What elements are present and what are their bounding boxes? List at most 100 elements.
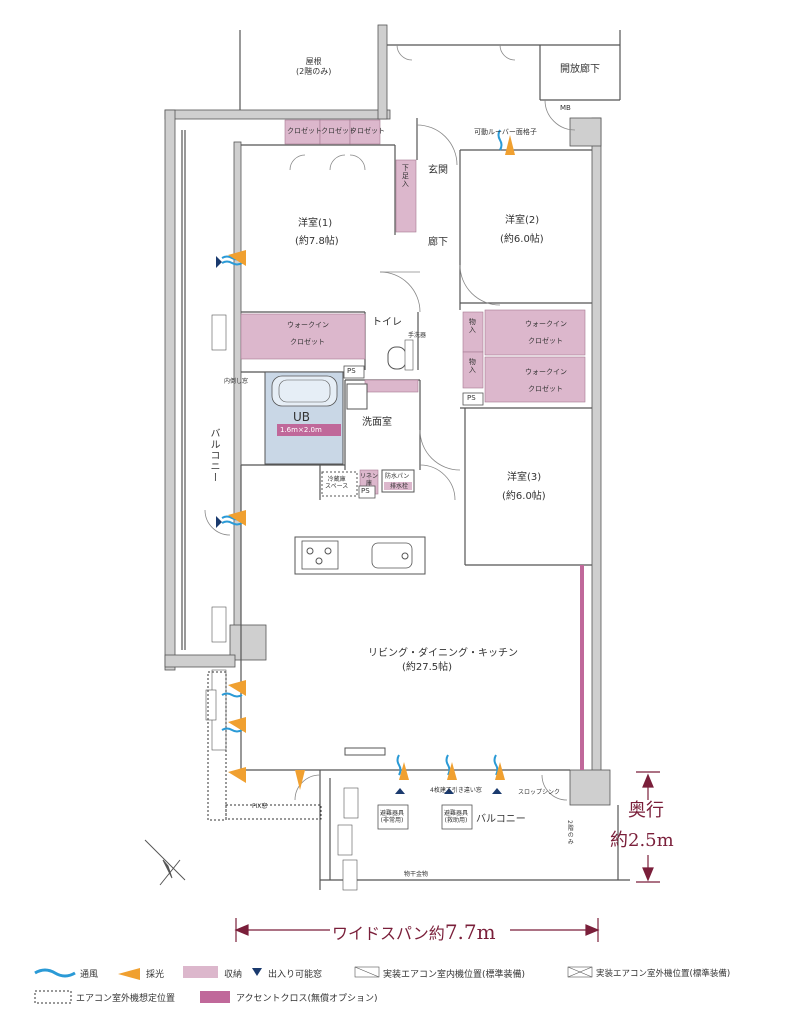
ps-label-1: PS [347, 367, 356, 375]
shelter-equipment [377, 804, 473, 830]
ps-boxes [343, 365, 484, 499]
shoe-storage-label: 下足入 [401, 164, 410, 188]
ps-label-2: PS [467, 394, 476, 402]
walkin-label-3b: クロゼット [528, 385, 563, 393]
fridge-label: 冷蔵庫スペース [325, 476, 348, 490]
fridge-text-2: スペース [325, 483, 349, 491]
storage-label-2: 物入 [468, 358, 477, 374]
dryer-label: 物干金物 [404, 871, 429, 878]
western2-name: 洋室(2) [505, 215, 540, 226]
toilet-label: トイレ [372, 317, 402, 328]
span-text: ワイドスパン約 [332, 924, 445, 943]
interior-walls [181, 30, 630, 890]
closet-2 [319, 119, 351, 145]
legend-accent: アクセントクロス(無償オプション) [236, 994, 378, 1004]
unit-bath [264, 371, 344, 465]
sliding-window-label: 4枚建て引き違い窓 [430, 787, 482, 794]
storage-2 [462, 351, 484, 389]
walkin-label-3a: ウォークイン [525, 368, 567, 376]
waterpan-label: 防水パン [385, 473, 410, 480]
fridge-space [321, 471, 358, 497]
accent-wall [580, 565, 584, 770]
fix-window-label: FIX窓 [252, 803, 268, 810]
walkin-closet-1 [240, 313, 366, 360]
shelter2-label: 避難器具(救助用) [444, 810, 468, 824]
outer-walls [164, 24, 611, 806]
bottom-balcony-label: バルコニー [476, 814, 526, 825]
louver-label: 可動ルーバー面格子 [474, 128, 537, 136]
western3-size: (約6.0帖) [502, 491, 546, 502]
ldk-size: (約27.5帖) [402, 662, 453, 673]
entrance-label: 玄関 [428, 165, 448, 176]
closet-label-1: クロゼット [287, 127, 322, 135]
western1-size: (約7.8帖) [295, 236, 339, 247]
side-windows [205, 314, 359, 891]
shelter2-text: 避難器具 [444, 810, 469, 817]
ub-size-label: 1.6m×2.0m [280, 426, 322, 434]
legend-daylight: 採光 [146, 970, 165, 980]
closet-1 [284, 119, 321, 145]
legend-ac-indoor: 実装エアコン室内機位置(標準装備) [383, 970, 526, 980]
closet-label-3: クロゼット [350, 127, 385, 135]
drain-label: 排水栓 [390, 483, 409, 490]
toilet-fixture-label: 手洗器 [408, 332, 427, 339]
storage-label-1: 物入 [468, 318, 477, 334]
storage-areas [240, 119, 586, 495]
western3-name: 洋室(3) [507, 472, 542, 483]
corridor-label: 廊下 [428, 237, 448, 248]
slop-sink-label: スロップシンク [518, 789, 561, 796]
roof-label: 屋根(2階のみ) [296, 57, 331, 76]
second-floor-label: 2階のみ [566, 820, 574, 846]
ac-outdoor-assumed-area [207, 671, 227, 821]
wash-basin [346, 383, 368, 410]
shelter1-text: 避難器具 [380, 810, 405, 817]
shelter1-label: 避難器具(非常用) [380, 810, 404, 824]
linen-label: リネン庫 [359, 473, 378, 488]
walkin-label-2b: クロゼット [528, 337, 563, 345]
span-dimension [234, 918, 600, 942]
inner-window-label: 内倒し窓 [224, 378, 249, 385]
depth-value: 約2.5m [610, 830, 674, 851]
sliding-door [344, 747, 386, 756]
legend-ventilation: 通風 [80, 970, 99, 980]
washroom-label: 洗面室 [362, 417, 392, 428]
closet-3 [349, 119, 381, 145]
toilet-fixture [387, 339, 414, 371]
fridge-text: 冷蔵庫 [327, 476, 346, 483]
open-corridor-label: 開放廊下 [560, 64, 600, 75]
side-balcony-label: バルコニー [208, 428, 219, 483]
mb-label: MB [560, 104, 571, 112]
ps-label-3: PS [361, 487, 370, 495]
ub-label: UB [293, 410, 311, 424]
legend-swatches [34, 966, 593, 1004]
shelter2-sub: (救助用) [444, 817, 468, 825]
daylight-markers [228, 135, 515, 790]
door-markers [216, 256, 502, 794]
depth-label: 奥行 [628, 800, 664, 821]
kitchen-counter [294, 536, 426, 575]
depth-dimension [636, 771, 660, 883]
walkin-label-1a: ウォークイン [287, 321, 329, 329]
span-label: ワイドスパン約7.7m [332, 920, 496, 944]
western1-name: 洋室(1) [298, 218, 333, 229]
span-value: 7.7m [444, 920, 496, 944]
compass-icon [144, 839, 186, 886]
toilet-accent [364, 379, 419, 393]
walkin-closet-3 [484, 356, 586, 403]
roof-text: 屋根 [305, 57, 322, 66]
roof-note: (2階のみ) [296, 66, 332, 76]
western2-size: (約6.0帖) [500, 234, 544, 245]
walkin-label-1b: クロゼット [290, 338, 325, 346]
legend-storage: 収納 [224, 970, 243, 980]
walkin-label-2a: ウォークイン [525, 320, 567, 328]
legend-door: 出入り可能窓 [268, 970, 323, 980]
shelter1-sub: (非常用) [380, 817, 404, 825]
walkin-closet-2 [484, 309, 586, 356]
ldk-name: リビング・ダイニング・キッチン [368, 648, 518, 659]
shoe-storage [395, 159, 417, 233]
closet-label-2: クロゼット [321, 127, 356, 135]
door-swings [204, 44, 576, 801]
legend-ac-outdoor: 実装エアコン室外機位置(標準装備) [596, 969, 731, 979]
legend-ac-outdoor-assumed: エアコン室外機想定位置 [76, 994, 176, 1004]
